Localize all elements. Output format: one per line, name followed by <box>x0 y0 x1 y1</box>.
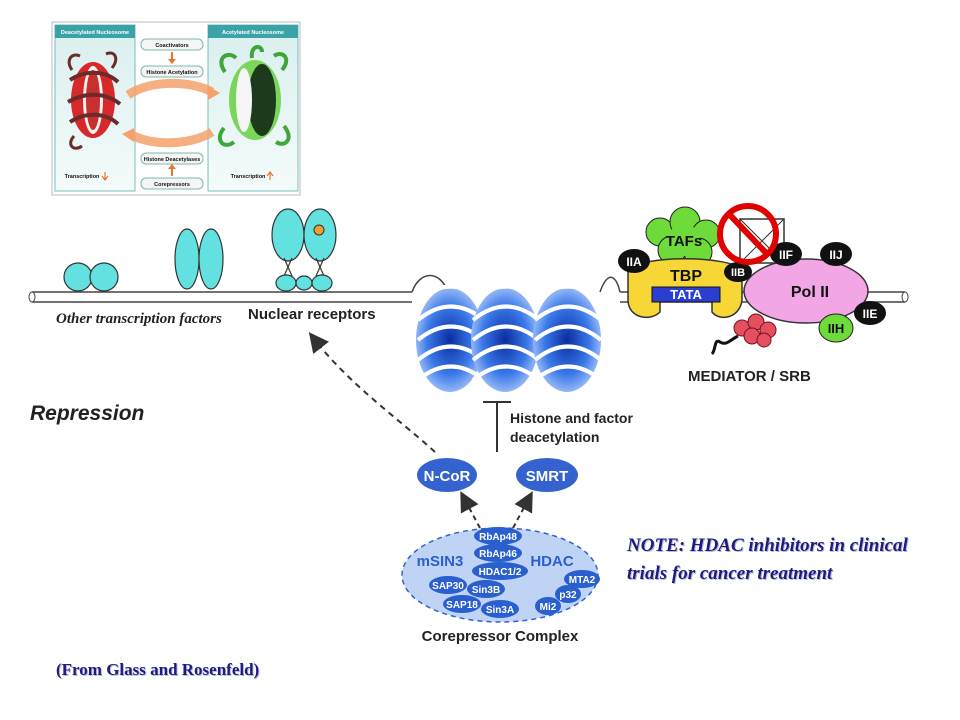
transcription-up-label: Transcription <box>231 174 266 180</box>
sap30-subunit: SAP30 <box>429 576 467 594</box>
iia-factor: IIA <box>618 249 650 273</box>
pol-ii-complex: Pol II <box>739 218 869 324</box>
hdac12-subunit: HDAC1/2 <box>472 562 528 580</box>
iie-label: IIE <box>863 307 878 321</box>
ncor-to-receptor-arrow <box>308 332 436 453</box>
ncor-factor: N-CoR <box>417 458 477 492</box>
histone-acetylation-label: Histone Acetylation <box>146 70 198 76</box>
iib-label: IIB <box>731 267 745 279</box>
corepressor-complex-label: Corepressor Complex <box>422 628 579 645</box>
tata-label: TATA <box>670 287 702 302</box>
repression-heading: Repression <box>30 402 145 425</box>
mi2-subunit: Mi2 <box>535 597 561 615</box>
p32-subunit: p32 <box>555 585 581 603</box>
iih-factor: IIH <box>818 313 854 343</box>
rbap46-label: RbAp46 <box>479 549 517 560</box>
complex-to-ncor-arrow <box>460 491 481 529</box>
down-arrow-icon <box>101 172 109 181</box>
inset-right-title: Acetylated Nucleosome <box>222 30 284 36</box>
other-transcription-factors-label: Other transcription factors <box>56 311 222 327</box>
mediator-label: MEDIATOR / SRB <box>688 368 811 385</box>
coactivators-label: Coactivators <box>155 43 188 49</box>
sap18-subunit: SAP18 <box>443 595 481 613</box>
tafs-complex: TAFs <box>645 206 721 267</box>
hdac-label: HDAC <box>530 553 573 570</box>
nucleosome-1 <box>416 284 486 392</box>
nucleosome-3 <box>533 284 603 392</box>
iif-label: IIF <box>779 248 793 262</box>
msin3-label: mSIN3 <box>417 553 464 570</box>
citation-text: (From Glass and Rosenfeld) <box>56 660 260 679</box>
transcription-machinery: TAFs TBP TATA Pol II IIA IIB IIF <box>618 206 886 385</box>
p32-label: p32 <box>559 590 577 601</box>
rbap48-label: RbAp48 <box>479 532 517 543</box>
transcription-down-label: Transcription <box>65 174 100 180</box>
inset-left-title: Deacetylated Nucleosome <box>61 30 129 36</box>
tbp-label: TBP <box>670 268 702 285</box>
nucleosome-2 <box>471 284 541 392</box>
iie-factor: IIE <box>854 301 886 325</box>
tafs-label: TAFs <box>666 233 702 250</box>
sin3b-subunit: Sin3B <box>467 580 505 598</box>
smrt-factor: SMRT <box>516 458 578 492</box>
corepressors-label: Corepressors <box>154 182 190 188</box>
mta2-label: MTA2 <box>569 575 596 586</box>
iij-label: IIJ <box>829 248 842 262</box>
up-arrow-icon <box>266 171 274 180</box>
hdac-inhibitor-note: NOTE: HDAC inhibitors in clinical trials… <box>627 535 908 584</box>
corepressor-complex: mSIN3 HDAC RbAp48 RbAp46 HDAC1/2 SAP30 S… <box>401 527 600 623</box>
iih-label: IIH <box>828 321 845 336</box>
iij-factor: IIJ <box>820 242 852 266</box>
tbp-protein: TBP TATA <box>627 258 743 319</box>
sap18-label: SAP18 <box>446 600 478 611</box>
iif-factor: IIF <box>770 242 802 266</box>
tata-box <box>651 286 721 303</box>
prohibited-icon <box>717 203 779 265</box>
iia-label: IIA <box>626 255 642 269</box>
histone-deacetylation-label-1: Histone and factor <box>510 410 633 426</box>
inset-middle-flow: Coactivators Histone Acetylation Histone… <box>122 38 220 190</box>
ncor-label: N-CoR <box>424 468 471 485</box>
rbap46-subunit: RbAp46 <box>474 544 522 562</box>
mi2-label: Mi2 <box>540 602 557 613</box>
rbap48-subunit: RbAp48 <box>474 527 522 545</box>
nuclear-receptors-label: Nuclear receptors <box>248 306 376 323</box>
iib-factor: IIB <box>724 262 752 282</box>
smrt-label: SMRT <box>526 468 569 485</box>
mediator-complex <box>710 313 777 356</box>
deacetylated-nucleosome <box>66 51 122 150</box>
sin3b-label: Sin3B <box>472 585 500 596</box>
pol-ii-label: Pol II <box>791 284 829 301</box>
repression-inhibit-line <box>483 401 511 452</box>
sap30-label: SAP30 <box>432 581 464 592</box>
nucleosome-array <box>411 274 621 392</box>
ligand-icon <box>313 224 325 236</box>
sin3a-label: Sin3A <box>486 605 514 616</box>
hdac12-label: HDAC1/2 <box>479 567 522 578</box>
histone-deacetylases-label: Histone Deacetylases <box>144 157 201 163</box>
mta2-subunit: MTA2 <box>564 570 600 588</box>
sin3a-subunit: Sin3A <box>481 600 519 618</box>
elongated-factor-dimer <box>174 228 224 290</box>
histone-deacetylation-label-2: deacetylation <box>510 429 599 445</box>
nuclear-receptor-dimer <box>271 208 337 292</box>
complex-to-smrt-arrow <box>512 491 533 529</box>
inset-figure: Deacetylated Nucleosome Acetylated Nucle… <box>51 21 301 196</box>
acetylated-nucleosome <box>217 44 291 147</box>
other-transcription-factor-dimer <box>63 262 119 292</box>
